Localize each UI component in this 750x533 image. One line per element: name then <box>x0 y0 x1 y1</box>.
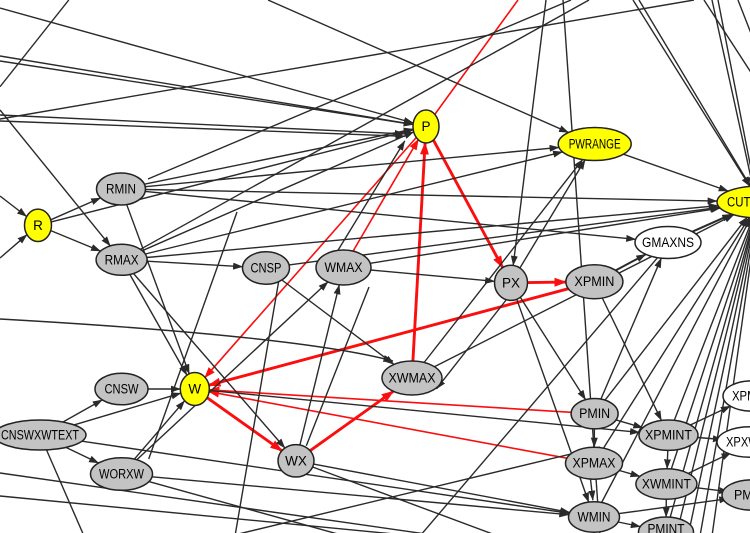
svg-text:WX: WX <box>285 453 307 468</box>
svg-text:P: P <box>421 119 430 134</box>
svg-text:WMAX: WMAX <box>325 260 363 275</box>
svg-text:XWMINT: XWMINT <box>642 477 691 492</box>
svg-text:W: W <box>188 382 201 397</box>
svg-text:XPMIN: XPMIN <box>574 274 614 289</box>
svg-text:CUTOFF: CUTOFF <box>727 195 750 210</box>
svg-text:WORXW: WORXW <box>99 467 144 482</box>
svg-text:CNSWXWTEXT: CNSWXWTEXT <box>1 428 79 443</box>
svg-text:PMIN2: PMIN2 <box>734 488 750 503</box>
svg-text:PMIN: PMIN <box>579 406 610 421</box>
svg-text:RMAX: RMAX <box>105 252 139 267</box>
svg-text:XPMM: XPMM <box>732 389 750 404</box>
svg-text:XPMINT: XPMINT <box>645 428 692 443</box>
svg-text:CNSP: CNSP <box>251 261 282 276</box>
svg-text:XPMAX: XPMAX <box>573 456 616 471</box>
svg-text:PX: PX <box>502 275 520 290</box>
svg-text:RMIN: RMIN <box>106 182 136 197</box>
svg-text:R: R <box>33 218 43 233</box>
svg-text:WMIN: WMIN <box>578 510 611 525</box>
svg-text:XPXWM: XPXWM <box>726 435 750 450</box>
svg-text:PMINT: PMINT <box>648 522 685 533</box>
svg-text:XWMAX: XWMAX <box>389 371 436 386</box>
svg-text:PWRANGE: PWRANGE <box>569 137 621 152</box>
svg-text:GMAXNS: GMAXNS <box>642 235 694 250</box>
svg-text:CNSW: CNSW <box>105 382 139 397</box>
